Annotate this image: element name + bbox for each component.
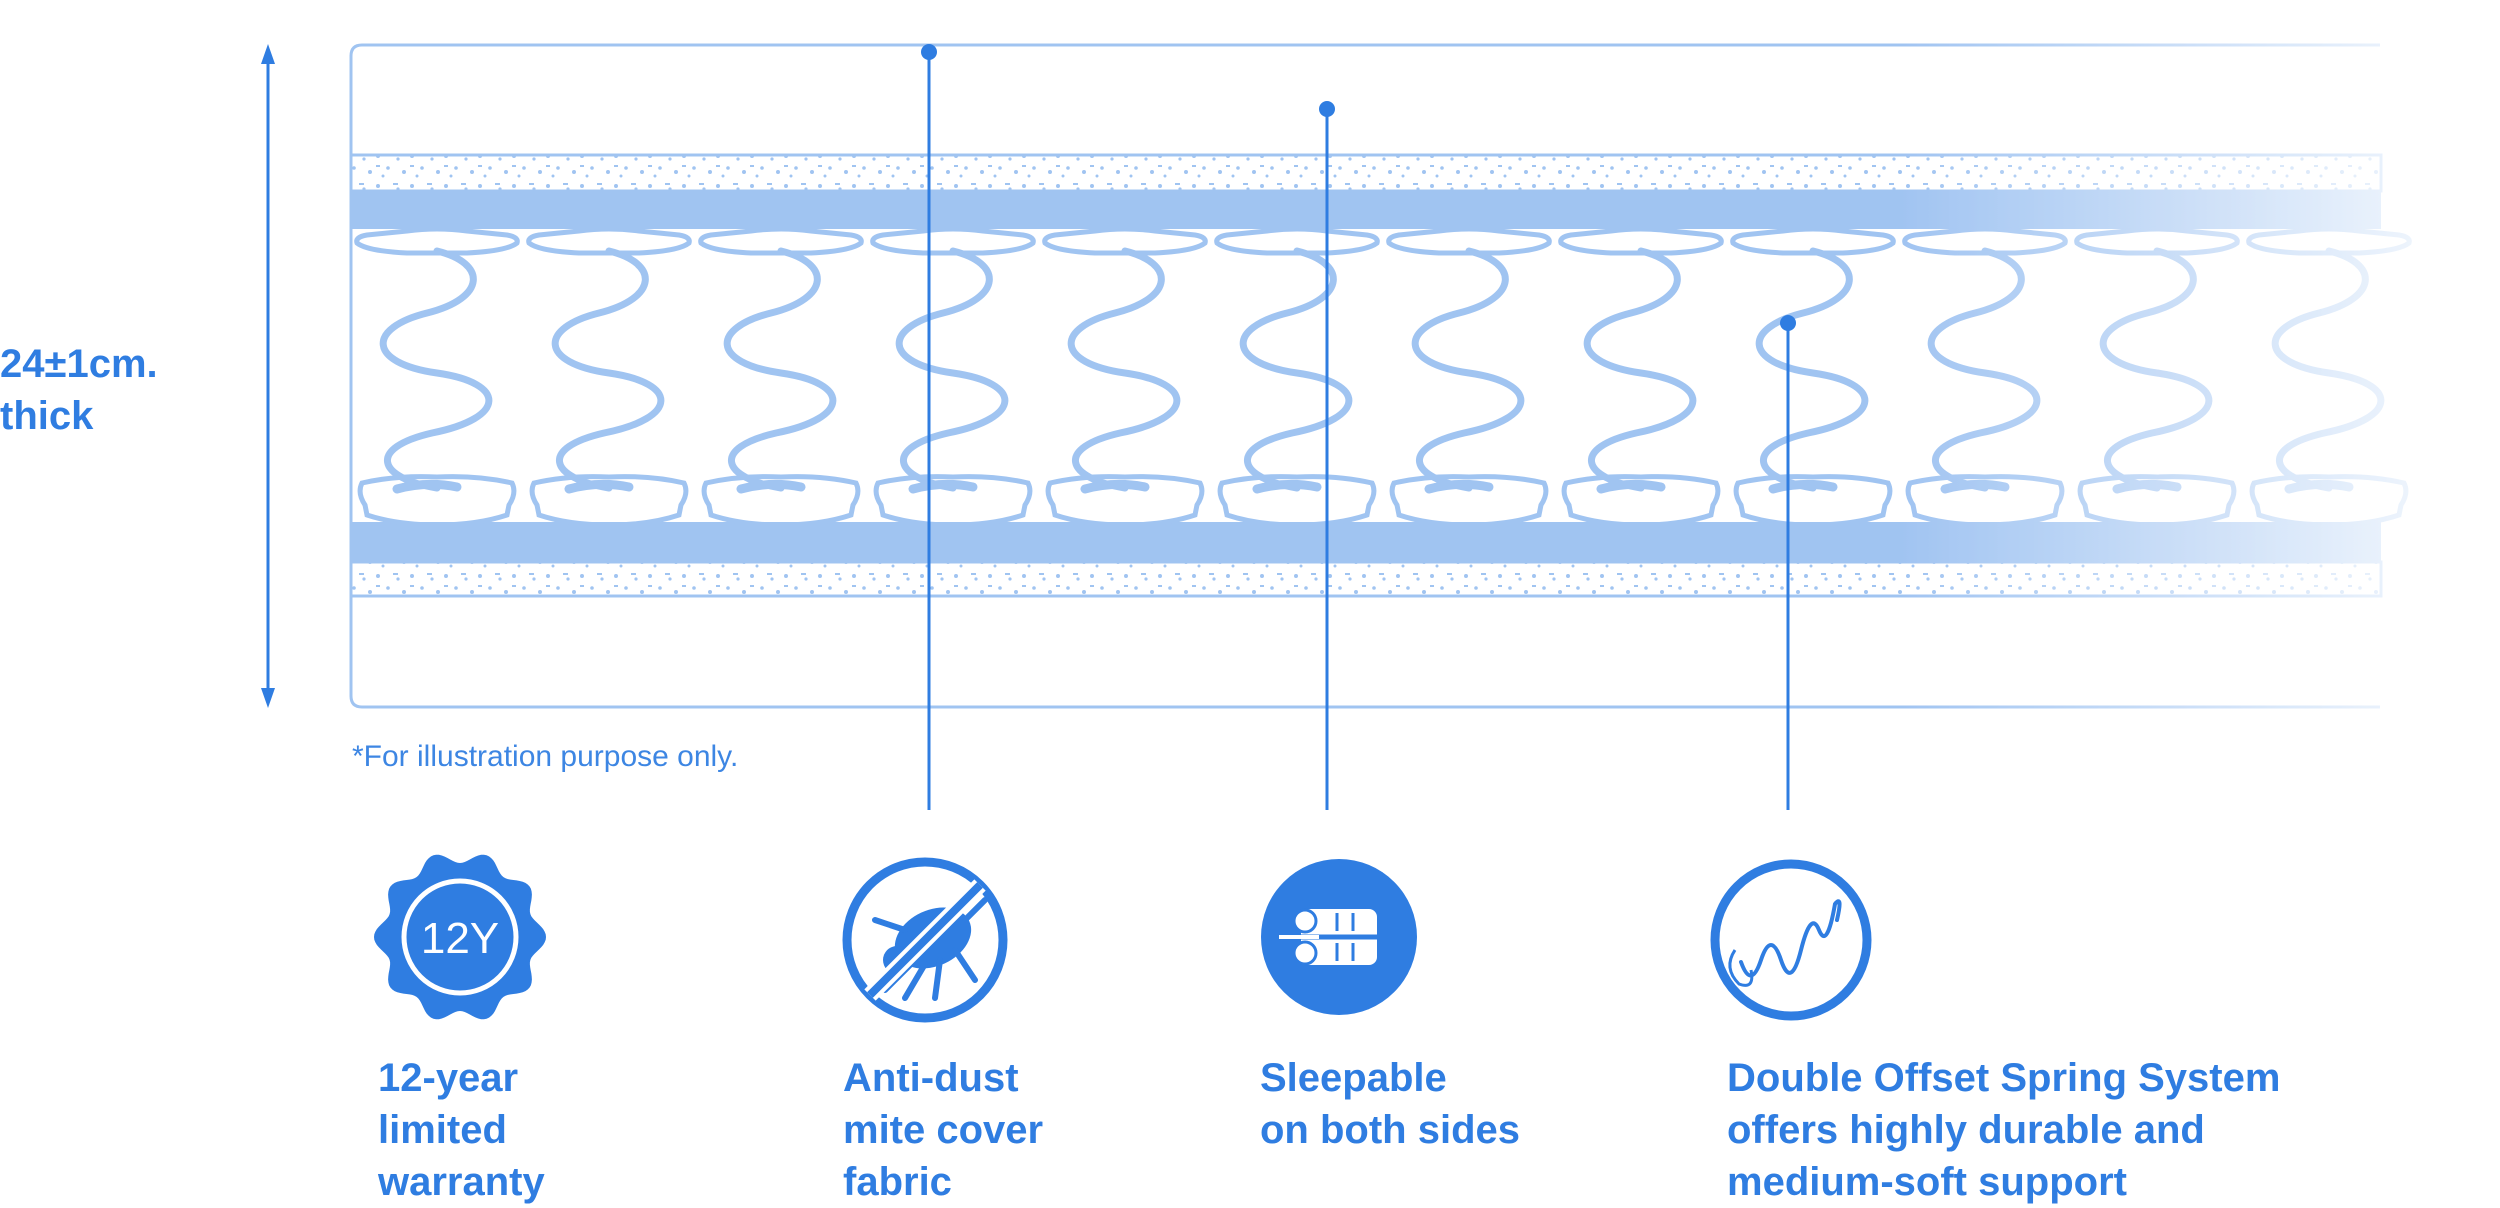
feature-line: offers highly durable and <box>1727 1108 2205 1152</box>
pocket-springs <box>357 229 2410 525</box>
top-foam-layer <box>349 153 2383 193</box>
thickness-unit-label: thick <box>0 394 94 438</box>
illustration-disclaimer: *For illustration purpose only. <box>352 740 739 773</box>
two-sided-mattress-icon <box>1261 859 1417 1015</box>
warranty-badge-text: 12Y <box>421 914 499 963</box>
feature-line: 12-year <box>378 1056 519 1100</box>
thickness-value: 24±1cm. <box>0 342 158 386</box>
feature-sleepable-label: Sleepable on both sides <box>1260 1052 1520 1156</box>
feature-warranty-label: 12-year limited warranty <box>378 1052 545 1208</box>
callout-lines <box>921 44 1796 810</box>
feature-line: fabric <box>843 1160 952 1204</box>
thickness-arrow <box>261 44 275 708</box>
feature-line: limited <box>378 1108 507 1152</box>
feature-anti-dust-label: Anti-dust mite cover fabric <box>843 1052 1043 1208</box>
bottom-band <box>351 522 2381 562</box>
feature-line: Anti-dust <box>843 1056 1019 1100</box>
mattress-body <box>349 43 2410 709</box>
no-dust-mite-icon <box>842 857 1008 1023</box>
offset-spring-icon <box>1710 859 1872 1021</box>
feature-line: mite cover <box>843 1108 1044 1152</box>
warranty-badge-icon: 12Y <box>374 854 546 1020</box>
feature-line: on both sides <box>1260 1108 1520 1152</box>
feature-line: Sleepable <box>1260 1056 1447 1100</box>
top-band <box>351 191 2381 229</box>
feature-line: Double Offset Spring System <box>1727 1056 2281 1100</box>
feature-line: medium-soft support <box>1727 1160 2127 1204</box>
feature-line: warranty <box>378 1160 545 1204</box>
feature-spring-system-label: Double Offset Spring System offers highl… <box>1727 1052 2280 1208</box>
bottom-foam-layer <box>349 560 2383 598</box>
thickness-label: 24±1cm. thick <box>0 338 158 442</box>
